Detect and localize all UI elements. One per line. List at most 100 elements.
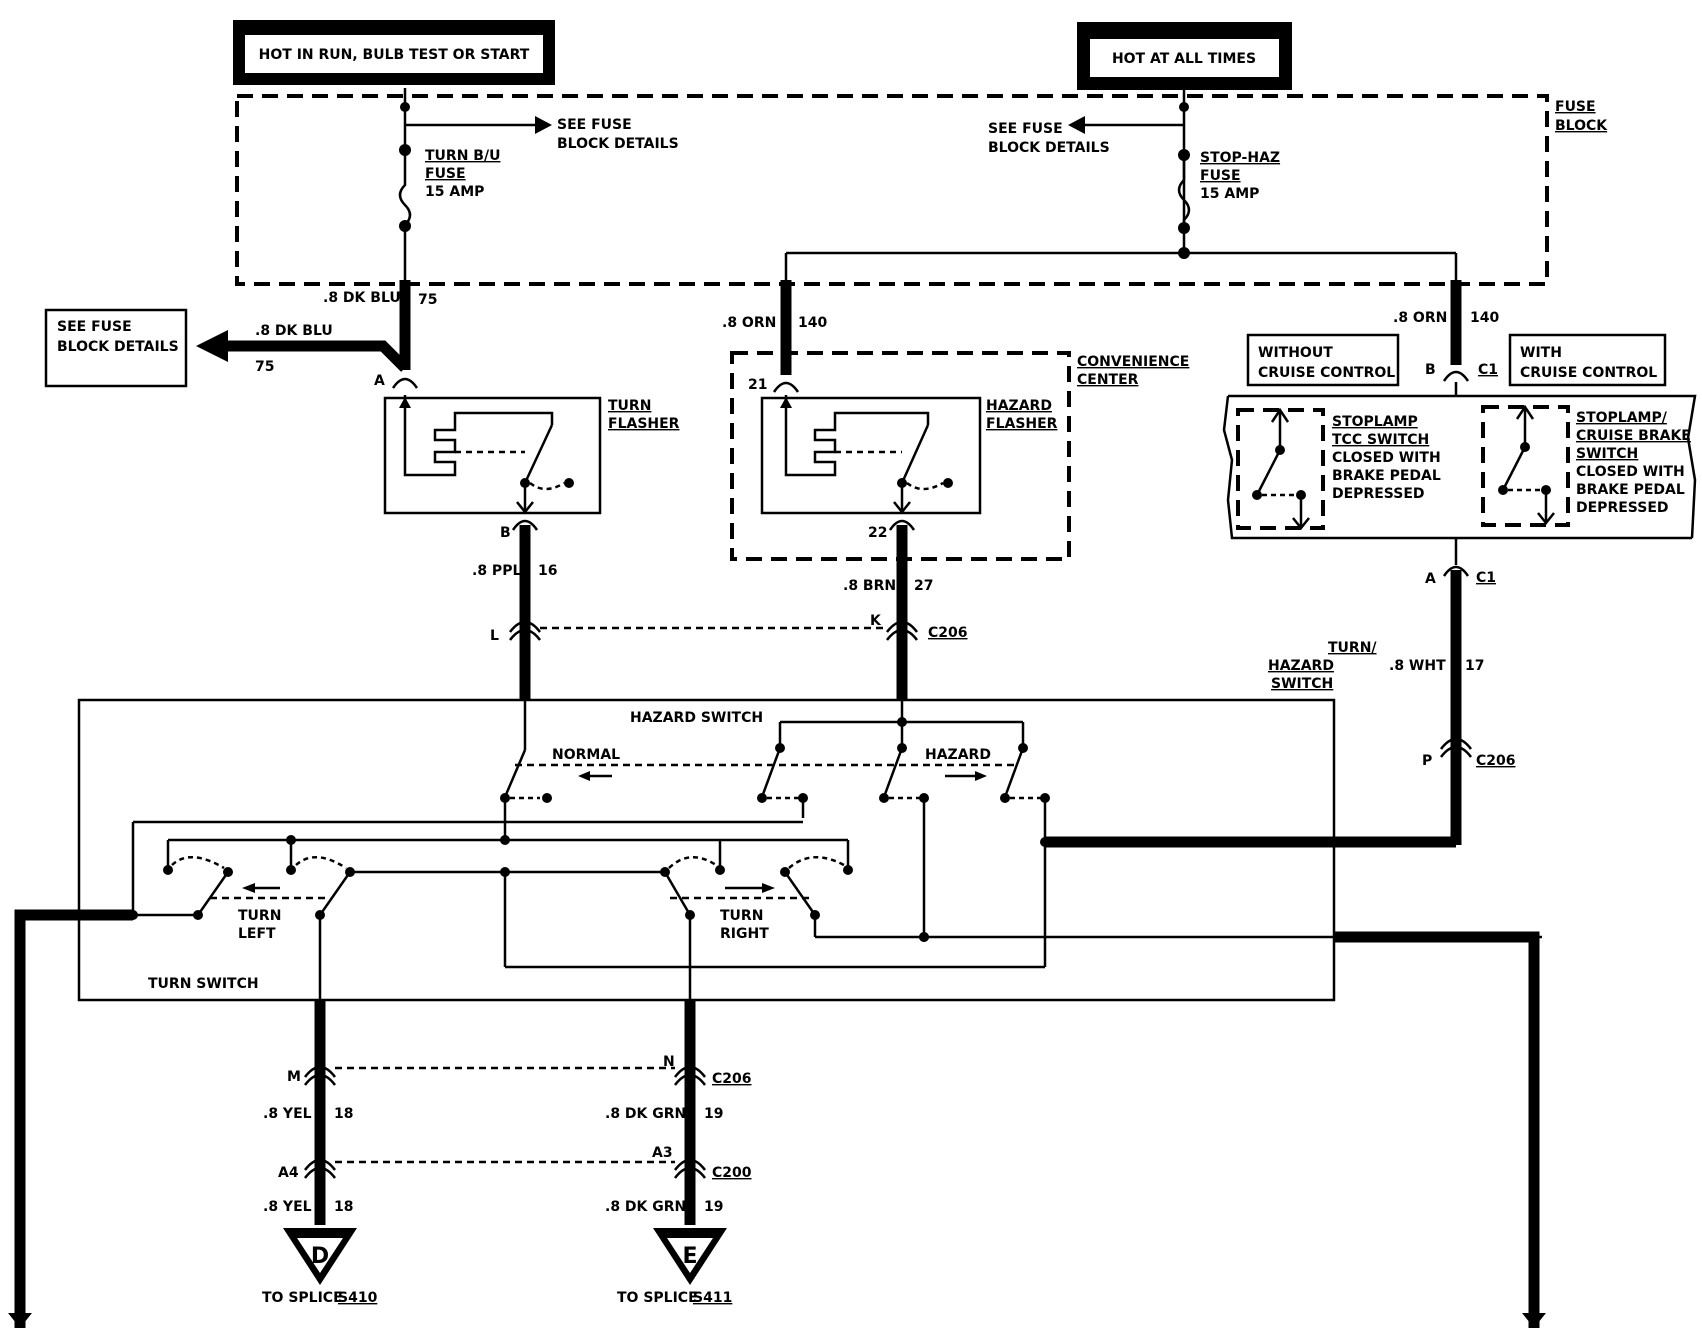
pin-n-label: N bbox=[663, 1054, 675, 1070]
turn-fuse-name-1: TURN B/U bbox=[425, 148, 500, 164]
wire-19-label: 19 bbox=[704, 1106, 723, 1122]
see-fuse-text-1: SEE FUSE bbox=[557, 117, 632, 133]
wire-17-label: 17 bbox=[1465, 658, 1484, 674]
pin-b-label: B bbox=[500, 525, 511, 541]
see-fuse-box-text-2: BLOCK DETAILS bbox=[57, 339, 179, 355]
pin-a-label-2: A bbox=[1425, 571, 1436, 587]
header-right-label: HOT AT ALL TIMES bbox=[1112, 51, 1256, 67]
wire-grn-label: .8 DK GRN bbox=[605, 1106, 686, 1122]
hazard-flasher-label-1: HAZARD bbox=[986, 398, 1052, 414]
c1-label-bottom: C1 bbox=[1476, 570, 1496, 586]
without-cruise-label-2: CRUISE CONTROL bbox=[1258, 365, 1395, 381]
turn-fuse-name-2: FUSE bbox=[425, 166, 466, 182]
header-left-box: HOT IN RUN, BULB TEST OR START bbox=[233, 20, 555, 85]
pin-l-label: L bbox=[490, 628, 499, 644]
turn-hazard-switch-box bbox=[77, 698, 1336, 1002]
stoplamp-cruise-label-5: BRAKE PEDAL bbox=[1576, 482, 1685, 498]
turn-switch-label: TURN SWITCH bbox=[148, 976, 259, 992]
c206-label-right: C206 bbox=[1476, 753, 1516, 769]
splice-d-id: S410 bbox=[338, 1290, 378, 1306]
turn-hazard-switch-label-1: TURN/ bbox=[1328, 640, 1377, 656]
turn-hazard-switch-label-3: SWITCH bbox=[1271, 676, 1333, 692]
stoplamp-cruise-label-4: CLOSED WITH bbox=[1576, 464, 1685, 480]
turn-right-label-1: TURN bbox=[720, 908, 763, 924]
turn-bu-fuse-symbol bbox=[398, 150, 412, 350]
stop-haz-fuse-symbol bbox=[1177, 155, 1191, 253]
wire-orn-label: .8 ORN bbox=[722, 315, 776, 331]
turn-fuse-rating: 15 AMP bbox=[425, 184, 484, 200]
wire-75-label: 75 bbox=[418, 292, 437, 308]
wire-140-label: 140 bbox=[798, 315, 827, 331]
wire-dk-blu-label-2: .8 DK BLU bbox=[255, 323, 333, 339]
wire-brn-label: .8 BRN bbox=[843, 578, 896, 594]
wire-yel-label: .8 YEL bbox=[263, 1106, 312, 1122]
wire-16-label: 16 bbox=[538, 563, 557, 579]
pin-k-label: K bbox=[870, 613, 882, 629]
stop-fuse-name-2: FUSE bbox=[1200, 168, 1241, 184]
stoplamp-cruise-label-2: CRUISE BRAKE bbox=[1576, 428, 1691, 444]
wire-19-label-2: 19 bbox=[704, 1199, 723, 1215]
pin-p-label: P bbox=[1422, 753, 1432, 769]
left-outer-lead bbox=[14, 909, 133, 1328]
c206-label-bottom: C206 bbox=[712, 1071, 752, 1087]
wire-140-label-2: 140 bbox=[1470, 310, 1499, 326]
brake-switch-outline bbox=[1222, 382, 1697, 540]
right-outer-lead bbox=[1334, 931, 1540, 1328]
wire-27-label: 27 bbox=[914, 578, 933, 594]
stoplamp-cruise-label-1: STOPLAMP/ bbox=[1576, 410, 1668, 426]
convenience-label-2: CENTER bbox=[1077, 372, 1139, 388]
turn-flasher-box bbox=[383, 396, 602, 515]
c206-label-top: C206 bbox=[928, 625, 968, 641]
wire-grn-label-2: .8 DK GRN bbox=[605, 1199, 686, 1215]
stop-fuse-name-1: STOP-HAZ bbox=[1200, 150, 1280, 166]
turn-right-label-2: RIGHT bbox=[720, 926, 769, 942]
turn-left-label-2: LEFT bbox=[238, 926, 276, 942]
wire-75-label-2: 75 bbox=[255, 359, 274, 375]
with-cruise-label-2: CRUISE CONTROL bbox=[1520, 365, 1657, 381]
see-fuse-text-4: BLOCK DETAILS bbox=[988, 140, 1110, 156]
fuse-block-label-2: BLOCK bbox=[1555, 118, 1608, 134]
wire-ppl-label: .8 PPL bbox=[472, 563, 521, 579]
splice-e-symbol: E bbox=[653, 1228, 727, 1285]
wire-dk-blu-label: .8 DK BLU bbox=[323, 290, 401, 306]
turn-left-label-1: TURN bbox=[238, 908, 281, 924]
stoplamp-tcc-label-4: BRAKE PEDAL bbox=[1332, 468, 1441, 484]
pin-a-label: A bbox=[374, 373, 385, 389]
wire-18-label-2: 18 bbox=[334, 1199, 353, 1215]
pin-22-label: 22 bbox=[868, 525, 887, 541]
splice-e-id: S411 bbox=[693, 1290, 732, 1306]
stoplamp-tcc-label-3: CLOSED WITH bbox=[1332, 450, 1441, 466]
normal-label: NORMAL bbox=[552, 747, 620, 763]
pin-m-label: M bbox=[287, 1069, 301, 1085]
stoplamp-tcc-label-2: TCC SWITCH bbox=[1332, 432, 1429, 448]
stoplamp-tcc-label-1: STOPLAMP bbox=[1332, 414, 1418, 430]
stop-fuse-rating: 15 AMP bbox=[1200, 186, 1259, 202]
turn-flasher-label-2: FLASHER bbox=[608, 416, 680, 432]
hazard-flasher-box bbox=[760, 396, 982, 515]
turn-flasher-label-1: TURN bbox=[608, 398, 651, 414]
with-cruise-box bbox=[1508, 333, 1667, 387]
fuse-block-outline bbox=[235, 94, 1549, 286]
splice-d-letter: D bbox=[311, 1244, 329, 1269]
without-cruise-label-1: WITHOUT bbox=[1258, 345, 1333, 361]
convenience-label-1: CONVENIENCE bbox=[1077, 354, 1189, 370]
wire-wht-label: .8 WHT bbox=[1389, 658, 1446, 674]
pin-21-label: 21 bbox=[748, 377, 767, 393]
header-right-box: HOT AT ALL TIMES bbox=[1077, 22, 1292, 90]
wire-yel-label-2: .8 YEL bbox=[263, 1199, 312, 1215]
splice-e-letter: E bbox=[682, 1244, 697, 1269]
with-cruise-label-1: WITH bbox=[1520, 345, 1562, 361]
hazard-switch-label: HAZARD SWITCH bbox=[630, 710, 763, 726]
arrow-to-fuse-block bbox=[196, 330, 228, 362]
stoplamp-tcc-label-5: DEPRESSED bbox=[1332, 486, 1425, 502]
splice-d-symbol: D bbox=[283, 1228, 357, 1285]
header-left-label: HOT IN RUN, BULB TEST OR START bbox=[259, 47, 530, 63]
stoplamp-cruise-label-6: DEPRESSED bbox=[1576, 500, 1669, 516]
wire-orn-label-2: .8 ORN bbox=[1393, 310, 1447, 326]
fuse-block-label-1: FUSE bbox=[1555, 99, 1596, 115]
hazard-flasher-label-2: FLASHER bbox=[986, 416, 1058, 432]
see-fuse-text-3: SEE FUSE bbox=[988, 121, 1063, 137]
turn-hazard-switch-label-2: HAZARD bbox=[1268, 658, 1334, 674]
splice-d-label: TO SPLICE bbox=[262, 1290, 343, 1306]
